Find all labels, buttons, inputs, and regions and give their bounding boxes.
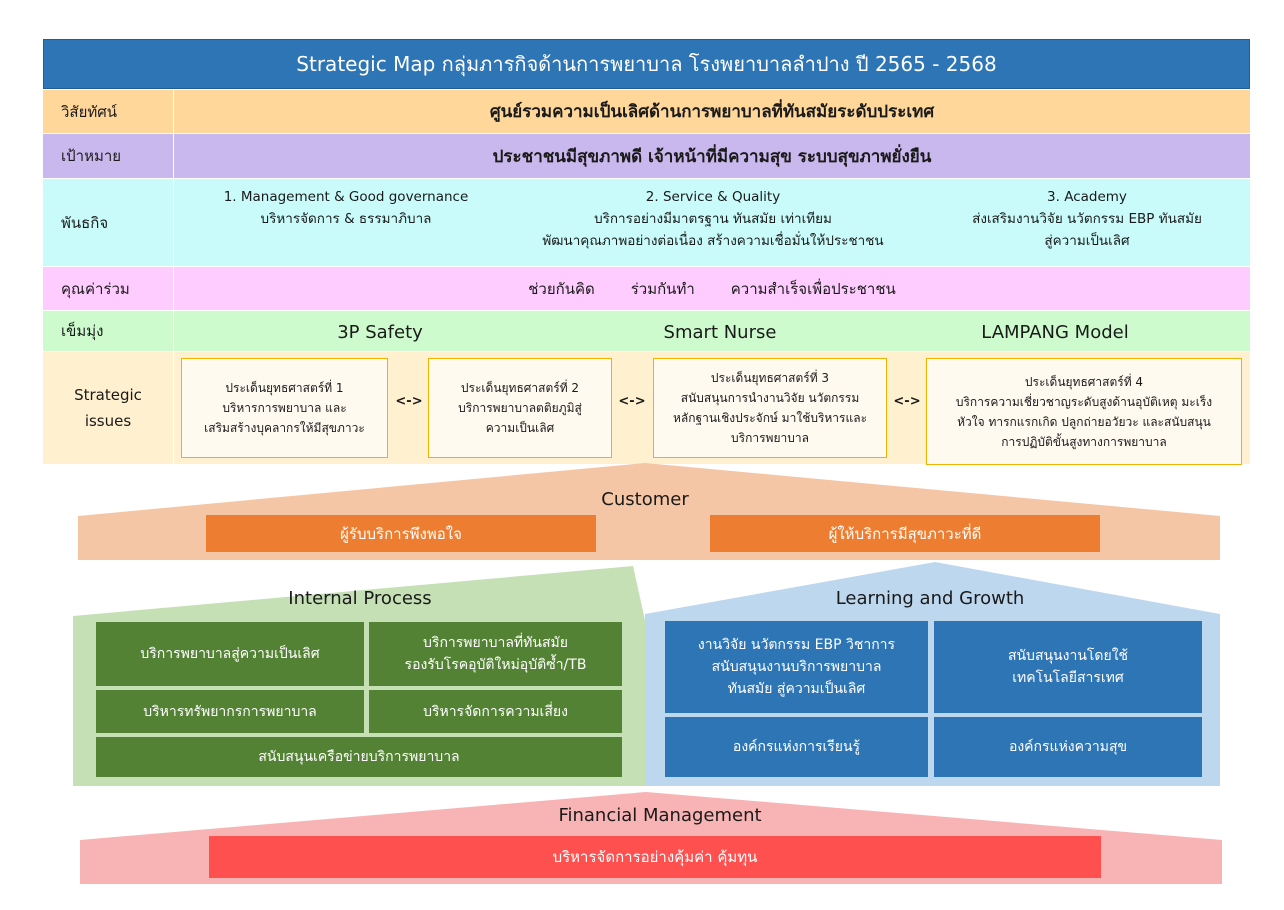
stance-row [174, 311, 1250, 351]
cost-effective-bar: บริหารจัดการอย่างคุ้มค่า คุ้มทุน [209, 836, 1101, 878]
mission-item-2: 2. Service & Quality บริการอย่างมีมาตรฐา… [493, 186, 933, 252]
cell-text: รองรับโรคอุบัติใหม่อุบัติซ้ำ/TB [404, 657, 587, 673]
cell-text: บริหารทรัพยากรการพยาบาล [143, 703, 317, 720]
page-title: Strategic Map กลุ่มภารกิจด้านการพยาบาล โ… [43, 39, 1250, 89]
mission-item-1-line2: บริหารจัดการ & ธรรมาภิบาล [260, 211, 432, 227]
cell-text: ทันสมัย สู่ความเป็นเลิศ [727, 681, 866, 697]
values-row: ช่วยกันคิด ร่วมกันทำ ความสำเร็จเพื่อประช… [174, 267, 1250, 310]
strategic-issue-1: ประเด็นยุทธศาสตร์ที่ 1 บริหารการพยาบาล แ… [181, 358, 388, 458]
mission-label: พันธกิจ [43, 179, 173, 266]
issue-line: เสริมสร้างบุคลากรให้มีสุขภาวะ [204, 421, 365, 435]
nursing-resources-cell: บริหารทรัพยากรการพยาบาล [96, 690, 364, 733]
cell-text: สนับสนุนงานบริการพยาบาล [711, 659, 882, 675]
values-label: คุณค่าร่วม [43, 267, 173, 310]
mission-item-3-line2: ส่งเสริมงานวิจัย นวัตกรรม EBP ทันสมัย [972, 211, 1202, 227]
value-item: ความสำเร็จเพื่อประชาชน [730, 279, 896, 298]
learning-growth-title: Learning and Growth [835, 587, 1025, 609]
happy-organization-cell: องค์กรแห่งความสุข [934, 717, 1202, 777]
it-support-cell: สนับสนุนงานโดยใช้ เทคโนโลยีสารเทศ [934, 621, 1202, 713]
value-item: ช่วยกันคิด [528, 279, 595, 298]
customer-satisfied-bar: ผู้รับบริการพึงพอใจ [206, 515, 596, 552]
cell-text: องค์กรแห่งการเรียนรู้ [732, 739, 861, 755]
goal-text: ประชาชนมีสุขภาพดี เจ้าหน้าที่มีความสุข ร… [174, 134, 1250, 178]
mission-item-3-title: 3. Academy [1047, 189, 1127, 205]
issue-line: บริการความเชี่ยวชาญระดับสูงด้านอุบัติเหต… [955, 394, 1213, 409]
stance-lampang-model: LAMPANG Model [981, 322, 1129, 343]
strategic-issue-4: ประเด็นยุทธศาสตร์ที่ 4 บริการความเชี่ยวช… [926, 358, 1242, 465]
issues-label-line2: issues [84, 412, 132, 430]
network-support-cell: สนับสนุนเครือข่ายบริการพยาบาล [96, 737, 622, 777]
issue-line: ความเป็นเลิศ [485, 421, 555, 435]
modern-nursing-cell: บริการพยาบาลที่ทันสมัย รองรับโรคอุบัติให… [369, 622, 622, 686]
issue-heading: ประเด็นยุทธศาสตร์ที่ 3 [710, 371, 830, 385]
issue-line: การปฏิบัติขั้นสูงทางการพยาบาล [1001, 434, 1167, 449]
internal-process-title: Internal Process [288, 587, 432, 609]
risk-management-cell: บริหารจัดการความเสี่ยง [369, 690, 622, 733]
cell-text: สนับสนุนงานโดยใช้ [1007, 648, 1129, 664]
issue-line: บริการพยาบาล [731, 431, 809, 445]
issue-line: บริการพยาบาลตติยภูมิสู่ [458, 401, 582, 415]
strategic-issue-2: ประเด็นยุทธศาสตร์ที่ 2 บริการพยาบาลตติยภ… [428, 358, 612, 458]
issue-line: หลักฐานเชิงประจักษ์ มาใช้บริหารและ [672, 411, 868, 425]
mission-item-2-title: 2. Service & Quality [645, 189, 781, 205]
cell-text: บริการพยาบาลที่ทันสมัย [423, 635, 568, 651]
customer-title: Customer [601, 488, 689, 510]
mission-item-2-line2: บริการอย่างมีมาตรฐาน ทันสมัย เท่าเทียม [594, 211, 832, 227]
excellence-nursing-cell: บริการพยาบาลสู่ความเป็นเลิศ [96, 622, 364, 686]
mission-row [174, 179, 1250, 266]
bidirectional-arrow-icon: <-> [893, 394, 921, 409]
cell-text: บริหารจัดการความเสี่ยง [423, 703, 568, 720]
learning-organization-cell: องค์กรแห่งการเรียนรู้ [665, 717, 928, 777]
issue-line: สนับสนุนการนำงานวิจัย นวัตกรรม [680, 391, 860, 405]
cell-text: งานวิจัย นวัตกรรม EBP วิชาการ [697, 637, 896, 653]
mission-item-2-line3: พัฒนาคุณภาพอย่างต่อเนื่อง สร้างความเชื่อ… [542, 233, 884, 249]
bidirectional-arrow-icon: <-> [395, 394, 423, 409]
cell-text: บริการพยาบาลสู่ความเป็นเลิศ [140, 646, 320, 662]
strategic-issue-3: ประเด็นยุทธศาสตร์ที่ 3 สนับสนุนการนำงานว… [653, 358, 887, 458]
issue-heading: ประเด็นยุทธศาสตร์ที่ 2 [460, 381, 580, 395]
issue-line: หัวใจ ทารกแรกเกิด ปลูกถ่ายอวัยวะ และสนับ… [957, 414, 1211, 429]
bidirectional-arrow-icon: <-> [618, 394, 646, 409]
provider-wellbeing-bar: ผู้ให้บริการมีสุขภาวะที่ดี [710, 515, 1100, 552]
mission-item-1-title: 1. Management & Good governance [223, 189, 469, 205]
cell-text: องค์กรแห่งความสุข [1008, 739, 1128, 755]
vision-label: วิสัยทัศน์ [43, 90, 173, 133]
cell-text: สนับสนุนเครือข่ายบริการพยาบาล [258, 749, 460, 765]
stance-smart-nurse: Smart Nurse [663, 322, 777, 343]
goal-label: เป้าหมาย [43, 134, 173, 178]
mission-item-3-line3: สู่ความเป็นเลิศ [1044, 233, 1130, 249]
research-innovation-cell: งานวิจัย นวัตกรรม EBP วิชาการ สนับสนุนงา… [665, 621, 928, 713]
financial-title: Financial Management [558, 804, 762, 826]
issue-heading: ประเด็นยุทธศาสตร์ที่ 4 [1024, 374, 1144, 389]
vision-text: ศูนย์รวมความเป็นเลิศด้านการพยาบาลที่ทันส… [174, 90, 1250, 133]
cell-text: เทคโนโลยีสารเทศ [1012, 670, 1124, 686]
issues-label: Strategic issues [43, 352, 173, 464]
issue-line: บริหารการพยาบาล และ [222, 401, 347, 415]
mission-item-3: 3. Academy ส่งเสริมงานวิจัย นวัตกรรม EBP… [930, 186, 1244, 252]
stance-3p-safety: 3P Safety [337, 322, 423, 343]
mission-item-1: 1. Management & Good governance บริหารจั… [176, 186, 516, 230]
stance-label: เข็มมุ่ง [43, 311, 173, 351]
value-item: ร่วมกันทำ [630, 279, 695, 298]
issues-label-line1: Strategic [74, 386, 142, 404]
issue-heading: ประเด็นยุทธศาสตร์ที่ 1 [225, 381, 344, 395]
